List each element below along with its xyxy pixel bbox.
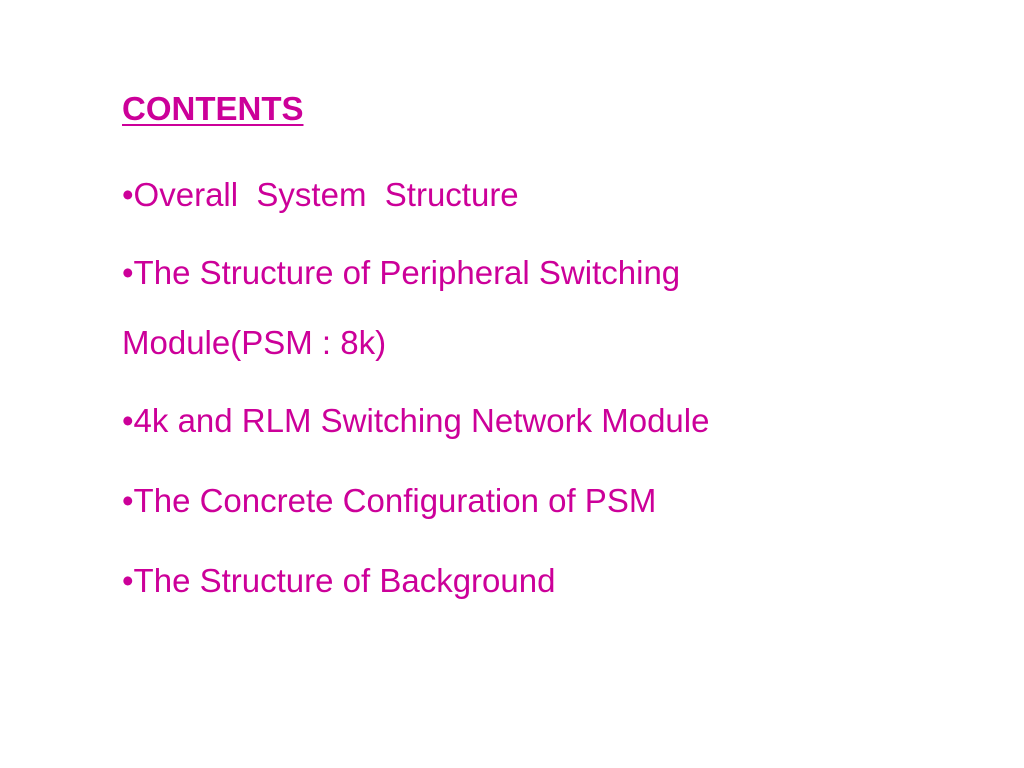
list-item-background-structure: •The Structure of Background xyxy=(122,562,556,599)
contents-list: •Overall System Structure •The Structure… xyxy=(122,162,982,614)
list-item-concrete-configuration: •The Concrete Configuration of PSM xyxy=(122,482,657,519)
list-item-rlm-switching-network: •4k and RLM Switching Network Module xyxy=(122,402,710,439)
contents-section: CONTENTS •Overall System Structure •The … xyxy=(122,90,982,614)
list-item-overall-system-structure: •Overall System Structure xyxy=(122,176,519,213)
list-item-psm-structure: •The Structure of Peripheral Switching M… xyxy=(122,254,681,361)
contents-heading: CONTENTS xyxy=(122,90,304,127)
